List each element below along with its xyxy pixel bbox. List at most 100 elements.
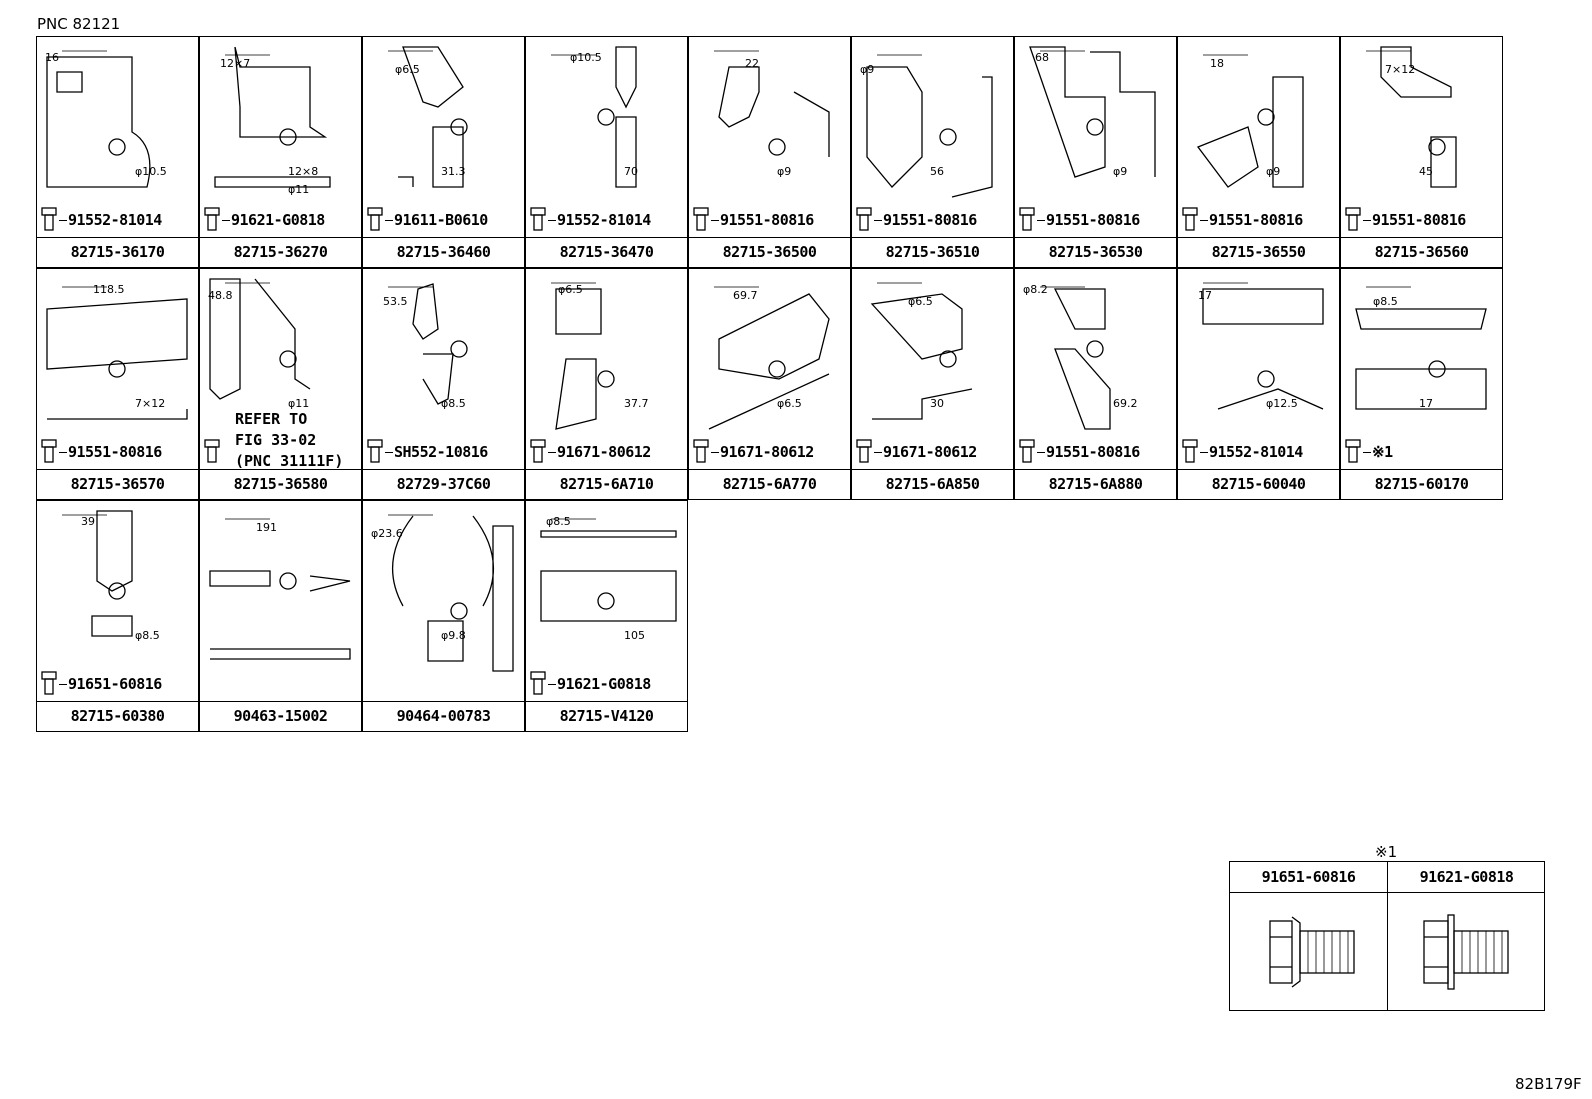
dimension-label: 53.5 [383, 295, 408, 308]
dimension-label: 16 [45, 51, 59, 64]
bracket-drawing-icon: φ23.6φ9.8 [371, 514, 514, 672]
bolt-part-number[interactable]: 91551-80816 [1037, 443, 1140, 461]
dimension-label: 56 [930, 165, 944, 178]
bolt-part-number[interactable]: 91552-81014 [548, 211, 651, 229]
bracket-drawing-icon: φ8.517 [1355, 286, 1487, 410]
part-number[interactable]: 90464-00783 [363, 701, 524, 731]
bolt-part-number[interactable]: 91621-G0818 [222, 211, 325, 229]
legend-part-number[interactable]: 91651-60816 [1230, 862, 1387, 893]
part-number[interactable]: 82715-60040 [1178, 469, 1339, 499]
dimension-label: 39 [81, 515, 95, 528]
part-number[interactable]: 82715-60380 [37, 701, 198, 731]
bracket-drawing-icon: 118.57×12 [46, 283, 188, 420]
part-number[interactable]: 82715-V4120 [526, 701, 687, 731]
bolt-part-number[interactable]: 91551-80816 [1200, 211, 1303, 229]
bracket-drawing-icon: φ6.537.7 [551, 282, 649, 430]
dimension-label: 191 [256, 521, 277, 534]
part-number[interactable]: 82715-36470 [526, 237, 687, 267]
part-number[interactable]: 82715-36560 [1341, 237, 1502, 267]
part-number[interactable]: 82715-6A850 [852, 469, 1013, 499]
part-number[interactable]: 82715-36580 [200, 469, 361, 499]
bolt-icon [693, 439, 709, 463]
bracket-drawing-icon: 53.5φ8.5 [383, 283, 468, 410]
dimension-label: 7×12 [1385, 63, 1415, 76]
legend-part-number[interactable]: 91621-G0818 [1388, 862, 1545, 893]
part-number[interactable]: 90463-15002 [200, 701, 361, 731]
bolt-part-number[interactable]: SH552-10816 [385, 443, 488, 461]
dimension-label: φ11 [288, 397, 309, 410]
bracket-drawing-icon: φ6.530 [870, 282, 973, 420]
dimension-label: φ8.5 [1373, 295, 1398, 308]
dimension-label: 18 [1210, 57, 1224, 70]
part-number[interactable]: 82715-36570 [37, 469, 198, 499]
reference-note: REFER TO FIG 33-02 (PNC 31111F) [235, 410, 344, 470]
dimension-label: 7×12 [135, 397, 165, 410]
part-number[interactable]: 82715-60170 [1341, 469, 1502, 499]
part-cell[interactable]: 22 φ9 91551-80816 82715-36500 [688, 36, 851, 268]
bolt-part-number[interactable]: 91611-B0610 [385, 211, 488, 229]
bolt-part-number[interactable]: 91651-60816 [59, 675, 162, 693]
part-number[interactable]: 82715-6A770 [689, 469, 850, 499]
dimension-label: 105 [624, 629, 645, 642]
part-number[interactable]: 82715-6A710 [526, 469, 687, 499]
bolt-part-number[interactable]: 91551-80816 [59, 443, 162, 461]
part-number[interactable]: 82715-36530 [1015, 237, 1176, 267]
bolt-part-number[interactable]: 91621-G0818 [548, 675, 651, 693]
bolt-part-number[interactable]: 91552-81014 [59, 211, 162, 229]
bolt-part-number[interactable]: 91671-80612 [711, 443, 814, 461]
bolt-part-number[interactable]: ※1 [1363, 443, 1393, 461]
part-number[interactable]: 82715-36550 [1178, 237, 1339, 267]
bolt-icon [1345, 439, 1361, 463]
bolt-part-number[interactable]: 91671-80612 [874, 443, 977, 461]
dimension-label: φ9 [777, 165, 791, 178]
part-number[interactable]: 82729-37C60 [363, 469, 524, 499]
bolt-icon [41, 671, 57, 695]
part-number[interactable]: 82715-36270 [200, 237, 361, 267]
part-cell[interactable]: 191 90463-15002 [199, 500, 362, 732]
bolt-part-number[interactable]: 91552-81014 [1200, 443, 1303, 461]
part-number[interactable]: 82715-36170 [37, 237, 198, 267]
dimension-label: φ12.5 [1266, 397, 1298, 410]
part-number[interactable]: 82715-36500 [689, 237, 850, 267]
part-number[interactable]: 82715-36510 [852, 237, 1013, 267]
bolt-part-number[interactable]: 91551-80816 [1363, 211, 1466, 229]
part-number[interactable]: 82715-36460 [363, 237, 524, 267]
bracket-drawing-icon: φ6.531.3 [388, 46, 468, 188]
bolt-part-number[interactable]: 91671-80612 [548, 443, 651, 461]
bolt-part-number[interactable]: 91551-80816 [711, 211, 814, 229]
bracket-drawing-icon: 191 [209, 518, 351, 660]
bolt-icon [1182, 207, 1198, 231]
bolt-icon [1019, 439, 1035, 463]
dimension-label: 22 [745, 57, 759, 70]
bolt-part-number[interactable]: 91551-80816 [1037, 211, 1140, 229]
part-number[interactable]: 82715-6A880 [1015, 469, 1176, 499]
dimension-label: φ6.5 [558, 283, 583, 296]
dimension-label: φ8.2 [1023, 283, 1048, 296]
bolt-part-number[interactable]: 91551-80816 [874, 211, 977, 229]
